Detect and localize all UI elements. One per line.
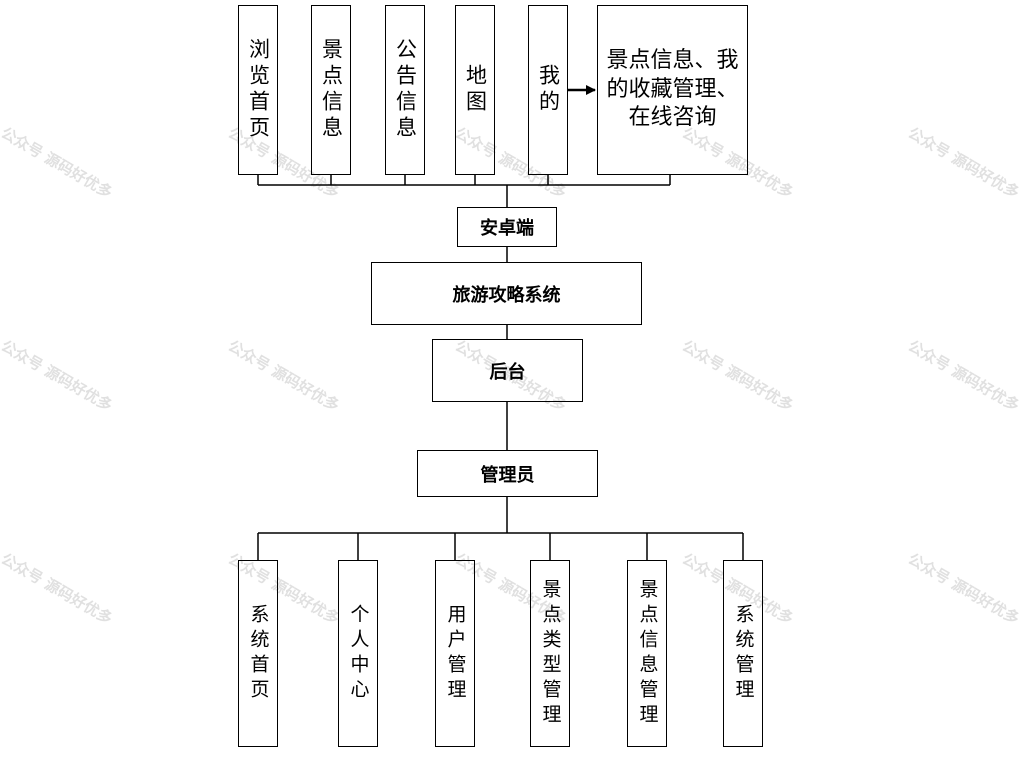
client-item-scenic-info: 景点信息 [311, 5, 351, 175]
system-box: 旅游攻略系统 [371, 262, 642, 325]
admin-item-personal-center: 个人中心 [338, 560, 378, 747]
android-box: 安卓端 [457, 207, 557, 247]
admin-item-scenic-info-management: 景点信息管理 [627, 560, 667, 747]
backend-box: 后台 [432, 339, 583, 402]
my-detail-box: 景点信息、我的收藏管理、在线咨询 [597, 5, 748, 175]
admin-item-system-home: 系统首页 [238, 560, 278, 747]
admin-item-user-management: 用户管理 [435, 560, 475, 747]
client-item-map: 地图 [455, 5, 495, 175]
admin-box: 管理员 [417, 450, 598, 497]
admin-item-system-management: 系统管理 [723, 560, 763, 747]
client-item-announcement: 公告信息 [385, 5, 425, 175]
client-item-browse-home: 浏览首页 [238, 5, 278, 175]
client-item-mine: 我的 [528, 5, 568, 175]
admin-item-scenic-type-management: 景点类型管理 [530, 560, 570, 747]
